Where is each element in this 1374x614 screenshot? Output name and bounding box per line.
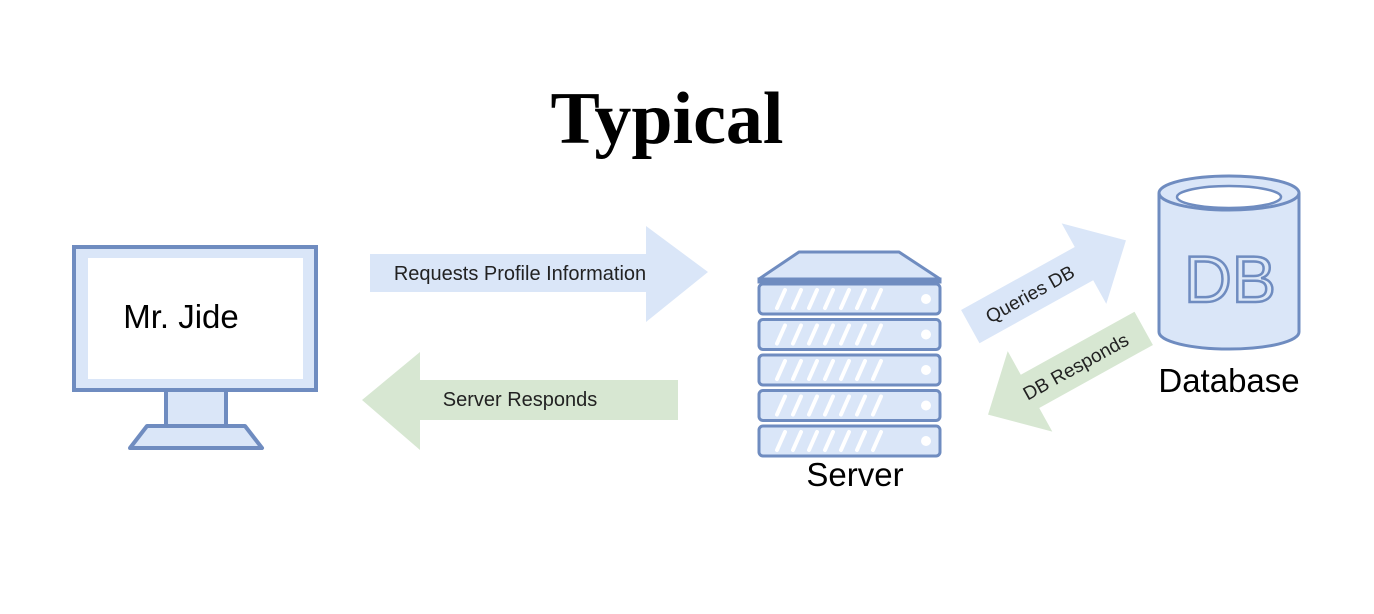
response-arrow <box>362 352 678 450</box>
diagram-title: Typical <box>551 78 784 160</box>
server-unit <box>757 353 942 387</box>
database-glyph: DB <box>1184 242 1276 316</box>
server-unit <box>757 282 942 316</box>
db-response-arrow <box>988 311 1153 432</box>
response-arrow-label: Server Responds <box>443 389 598 411</box>
server-unit <box>757 424 942 458</box>
request-arrow <box>370 226 708 322</box>
query-arrow <box>961 223 1126 344</box>
database-label: Database <box>1158 362 1299 399</box>
database-cylinder-icon <box>1157 174 1301 351</box>
server-label: Server <box>806 456 903 493</box>
request-arrow-label: Requests Profile Information <box>394 263 646 285</box>
monitor-icon <box>72 245 318 450</box>
server-unit <box>757 318 942 351</box>
server-rack-icon <box>757 250 942 458</box>
client-label: Mr. Jide <box>123 298 239 335</box>
server-unit <box>757 389 942 422</box>
